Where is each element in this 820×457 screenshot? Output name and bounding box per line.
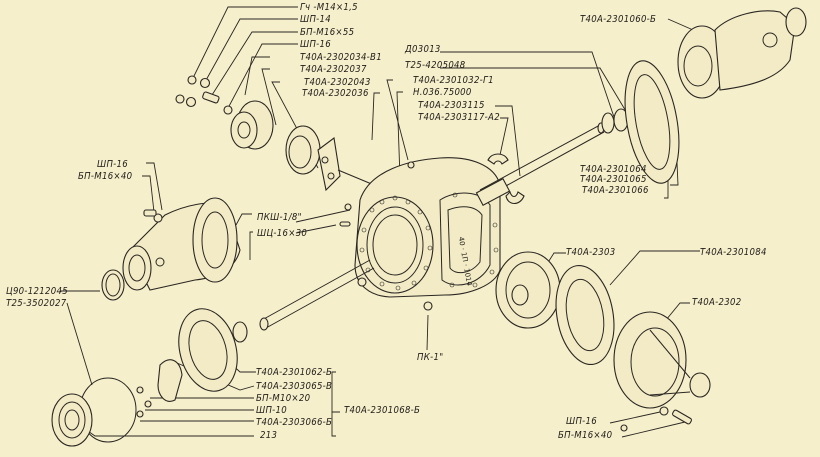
label-plug-pk1: ПК-1"	[417, 352, 444, 363]
right-seal-rings	[601, 108, 629, 134]
label-part-2303066b: Т40А-2303066-Б	[256, 417, 333, 428]
leader-lines	[57, 6, 701, 438]
label-part-2302: Т40А-2302	[692, 297, 742, 308]
label-bolt-bp-m16x55: БП-М16×55	[300, 27, 355, 38]
label-bearing-213: 213	[260, 430, 278, 441]
right-hub-housing-2301060	[677, 7, 807, 99]
bracket-plate	[317, 137, 341, 192]
flange-gasket-2301062	[178, 308, 248, 392]
label-part-2303117: Т40А-2303117-А2	[418, 112, 500, 123]
label-part-2301066: Т40А-2301066	[582, 185, 649, 196]
label-part-2301064: Т40А-2301064	[580, 164, 647, 175]
gasket-2301064	[624, 60, 680, 184]
label-washer-shp10: ШП-10	[256, 405, 288, 416]
label-part-d03013: Д03013	[405, 44, 441, 55]
left-seal-ring	[101, 269, 125, 301]
cover-2302034	[230, 100, 274, 150]
label-seal-ts90: Ц90-1212045	[6, 286, 68, 297]
label-washer-shp16-left: ШП-16	[97, 159, 129, 170]
left-hub-housing	[122, 197, 241, 291]
label-bolt-bp-m16x40-bottom: БП-М16×40	[558, 430, 613, 441]
label-part-2303: Т40А-2303	[566, 247, 616, 258]
label-washer-shp16-top: ШП-16	[300, 39, 332, 50]
bearing-halves	[487, 153, 525, 205]
label-part-n036: Н.036.75000	[413, 87, 472, 98]
label-part-2301032: Т40А-2301032-Г1	[413, 75, 494, 86]
label-bolt-bp-m16x40-left: БП-М16×40	[78, 171, 133, 182]
label-part-2303115: Т40А-2303115	[418, 100, 485, 111]
label-plug-pksh: ПКШ-1/8"	[257, 212, 302, 223]
label-bolt-bp-m10x20: БП-М10×20	[256, 393, 311, 404]
label-washer-shp16-bottom: ШП-16	[566, 416, 598, 427]
gasket-2301084	[555, 264, 615, 366]
label-part-2303065v: Т40А-2303065-В	[256, 381, 333, 392]
pins-and-plugs	[339, 161, 433, 311]
label-part-2302037: Т40А-2302037	[300, 64, 367, 75]
label-part-2301060: Т40А-2301060-Б	[580, 14, 657, 25]
label-part-2302043: Т40А-2302043	[304, 77, 371, 88]
final-drive-cover-2302	[613, 311, 711, 409]
label-part-2302034: Т40А-2302034-В1	[300, 52, 382, 63]
label-nut-gch-m14: Гч -М14×1,5	[300, 2, 358, 13]
left-axle-shaft	[259, 259, 375, 331]
label-washer-shp14: ШП-14	[300, 14, 332, 25]
label-part-2301062: Т40А-2301062-Б	[256, 367, 333, 378]
label-part-2302036: Т40А-2302036	[302, 88, 369, 99]
central-axle-housing: 40 · 1П · 1014	[354, 157, 501, 298]
label-part-2301084: Т40А-2301084	[700, 247, 767, 258]
label-part-2301068: Т40А-2301068-Б	[344, 405, 421, 416]
seal-ring-2302043	[285, 125, 321, 175]
bearing-213	[51, 393, 93, 447]
lock-plate	[136, 359, 183, 418]
label-part-t25-3502027: Т25-3502027	[6, 298, 67, 309]
label-pin-shts: ШЦ-16×30	[257, 228, 308, 239]
label-part-t25-4205048: Т25-4205048	[405, 60, 466, 71]
label-part-2301065: Т40А-2301065	[580, 174, 647, 185]
fastener-nuts-top-left	[175, 75, 233, 115]
fasteners-bottom-right	[620, 406, 692, 432]
final-drive-gear-2303	[495, 251, 561, 329]
